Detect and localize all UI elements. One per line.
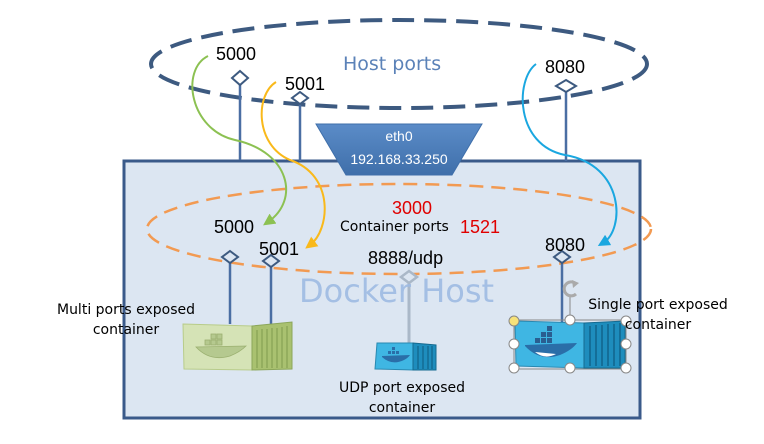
container-port-pin-5001 [261,253,281,328]
container-port-pin-8888-udp [398,269,420,343]
docker-host-box [122,159,642,420]
container-port-label-5001: 5001 [259,239,300,259]
mapping-arrow-5000 [191,55,288,226]
multi-port-label-line2: container [92,321,160,338]
container-port-1521: 1521 [460,217,501,237]
udp-port-container[interactable] [374,342,437,371]
selection-handles[interactable] [508,297,632,374]
host-ports-title: Host ports [343,53,442,75]
eth0-ip: 192.168.33.250 [350,151,448,167]
docker-whale-icon [525,326,577,358]
multi-port-container[interactable] [182,321,293,371]
mapping-arrow-8080 [521,63,618,247]
container-port-label-5000: 5000 [214,217,255,237]
container-ports-ellipse [145,182,653,276]
rotate-handle-icon[interactable] [562,280,579,298]
mapping-arrow-5001 [260,81,326,249]
udp-port-label-line1: UDP port exposed [339,380,465,396]
host-port-pin-5000 [230,69,250,160]
udp-port-container-label: UDP port exposed container [322,379,482,418]
single-port-label-line1: Single port exposed [588,297,728,313]
multi-port-container-label: Multi ports exposed container [36,301,216,340]
container-port-pin-5000 [220,249,240,324]
eth0-interface-shape [315,123,483,176]
host-port-label-5001: 5001 [285,74,326,94]
host-port-label-8080: 8080 [545,57,586,77]
docker-whale-icon [195,333,247,359]
host-port-pin-8080 [554,78,578,161]
docker-whale-icon [382,347,410,363]
container-port-label-8080: 8080 [545,235,586,255]
udp-port-label-line2: container [368,399,436,416]
single-port-container[interactable] [508,280,632,374]
single-port-label-line2: container [624,316,692,333]
multi-port-label-line1: Multi ports exposed [56,302,195,318]
container-ribs [256,326,288,368]
host-port-label-5000: 5000 [216,44,257,64]
container-port-label-8888-udp: 8888/udp [368,248,444,268]
docker-host-title: Docker Host [299,272,495,310]
single-port-container-label: Single port exposed container [578,296,738,335]
host-ports-ellipse [149,18,649,110]
container-ports-title: Container ports [340,219,449,235]
eth0-label: eth0 [385,128,413,144]
host-port-pin-5001 [290,90,310,161]
container-port-pin-8080 [552,249,572,322]
container-port-3000: 3000 [392,198,433,218]
